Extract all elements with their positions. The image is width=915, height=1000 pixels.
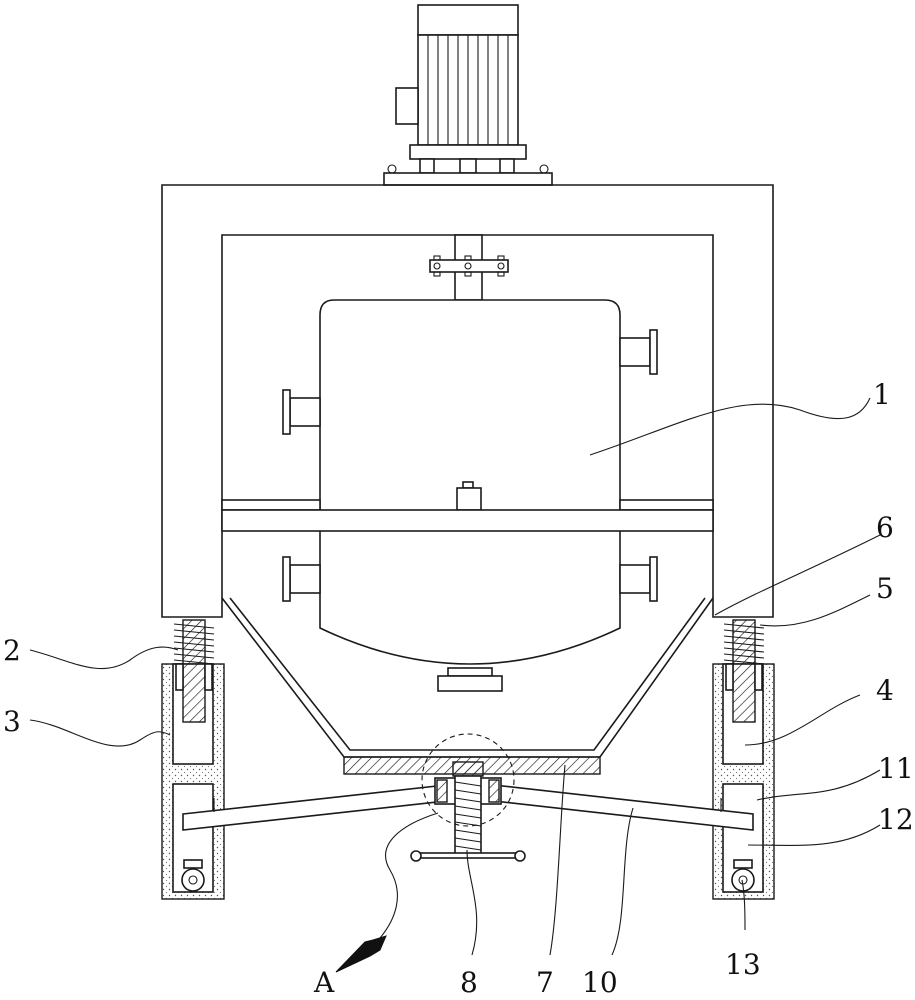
label-13: 13 [725, 948, 761, 981]
support-crossbeam [221, 499, 714, 532]
right-guide-rod [732, 619, 756, 723]
right-leg-assembly [712, 619, 775, 900]
detail-circle-a [421, 733, 515, 827]
label-12: 12 [878, 803, 914, 836]
label-5: 5 [876, 572, 894, 605]
shaft-coupling [429, 259, 509, 273]
left-guide-rod [182, 619, 206, 723]
agitator-shaft [429, 234, 509, 301]
part-labels: 1 2 3 4 5 6 11 12 13 10 7 8 A [3, 378, 914, 999]
view-arrow-a [335, 935, 387, 973]
leader-lines [29, 397, 881, 973]
label-a: A [313, 966, 335, 999]
label-6: 6 [876, 511, 894, 544]
label-11: 11 [878, 752, 914, 785]
motor-base-plate [383, 172, 553, 186]
mixing-tank [282, 299, 658, 692]
tank-nozzle [619, 329, 658, 375]
motor-junction-box [395, 87, 419, 125]
label-8: 8 [460, 966, 478, 999]
label-1: 1 [873, 378, 891, 411]
label-7: 7 [536, 966, 554, 999]
motor [383, 4, 553, 186]
outer-frame [161, 184, 774, 618]
tank-nozzle [619, 556, 658, 602]
left-spring [173, 623, 215, 665]
right-spring [723, 623, 765, 665]
tank-nozzle [282, 556, 321, 602]
label-3: 3 [3, 705, 21, 738]
label-4: 4 [876, 674, 894, 707]
tank-nozzle [282, 389, 321, 435]
label-2: 2 [3, 634, 21, 667]
screw-jack [410, 761, 526, 862]
tank-outlet-flange [437, 675, 503, 692]
label-10: 10 [582, 966, 618, 999]
jack-handle [417, 852, 519, 859]
left-leg-assembly [161, 619, 225, 900]
left-caster-wheel [181, 868, 205, 892]
motor-cooling-fins [427, 35, 509, 145]
